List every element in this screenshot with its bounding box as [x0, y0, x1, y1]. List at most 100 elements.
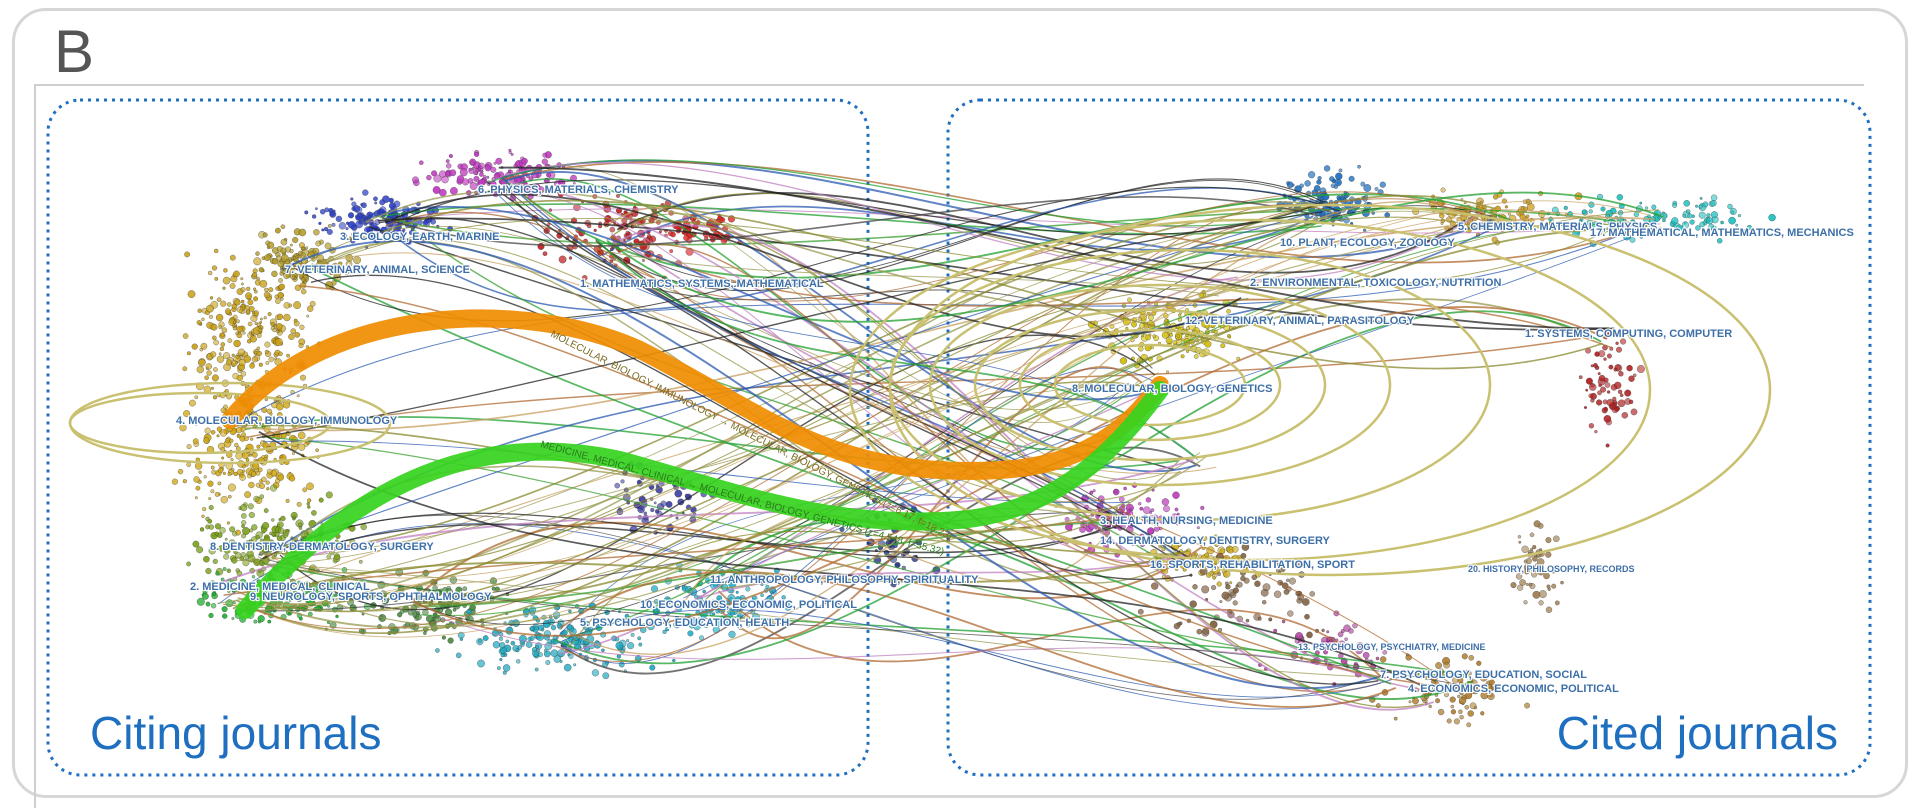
journal-point [186, 462, 191, 467]
journal-point [1615, 341, 1619, 345]
journal-point [1604, 382, 1611, 388]
journal-point [235, 319, 240, 324]
journal-point [343, 268, 350, 275]
journal-point [292, 515, 296, 520]
cluster-label: 4. MOLECULAR, BIOLOGY, IMMUNOLOGY [176, 415, 398, 427]
journal-point [298, 526, 303, 530]
journal-point [493, 172, 500, 179]
journal-point [257, 615, 265, 623]
journal-point [716, 595, 723, 601]
journal-point [292, 255, 297, 260]
journal-point [1525, 582, 1529, 586]
journal-point [333, 263, 337, 267]
journal-point [245, 421, 249, 425]
journal-point [318, 497, 324, 503]
journal-point [321, 228, 325, 232]
journal-point [714, 620, 722, 628]
journal-point [286, 353, 290, 358]
journal-point [435, 648, 440, 653]
journal-point [236, 434, 241, 439]
journal-point [319, 208, 326, 215]
journal-point [1166, 322, 1171, 327]
journal-point [1578, 375, 1583, 380]
journal-point [271, 532, 276, 537]
journal-point [550, 624, 557, 631]
cluster-label: 1. SYSTEMS, COMPUTING, COMPUTER [1525, 328, 1732, 340]
citation-arc [494, 191, 1198, 461]
journal-point [354, 215, 358, 218]
citation-arc [382, 196, 1319, 247]
journal-point [1125, 326, 1129, 330]
journal-point [1164, 318, 1169, 323]
journal-point [301, 288, 307, 295]
journal-point [222, 286, 226, 290]
journal-point [1139, 540, 1146, 547]
journal-point [1192, 584, 1198, 590]
journal-point [1129, 507, 1133, 511]
journal-point [272, 328, 277, 333]
journal-point [1682, 213, 1687, 218]
journal-point [276, 535, 283, 541]
journal-point [708, 600, 713, 605]
journal-point [1543, 572, 1550, 580]
journal-point [278, 527, 285, 534]
journal-point [568, 256, 573, 260]
journal-point [1283, 589, 1290, 595]
journal-point [1710, 211, 1718, 219]
journal-point [1375, 656, 1380, 661]
journal-point [278, 278, 283, 283]
cluster-label: 3. HEALTH, NURSING, MEDICINE [1100, 515, 1273, 527]
journal-point [241, 513, 247, 519]
citation-arc [683, 526, 1111, 603]
journal-point [542, 251, 548, 257]
journal-point [1147, 527, 1155, 535]
journal-point [348, 236, 352, 240]
journal-point [373, 196, 378, 202]
journal-point [253, 495, 260, 502]
journal-point [271, 270, 278, 278]
journal-point [1632, 373, 1637, 378]
journal-point [222, 613, 228, 619]
citation-arc [258, 431, 1425, 688]
journal-point [1545, 606, 1553, 613]
journal-point [260, 317, 263, 321]
top-rule [34, 84, 1864, 86]
journal-point [229, 254, 236, 261]
journal-point [468, 167, 472, 172]
journal-point [412, 176, 419, 184]
journal-point [277, 412, 283, 418]
journal-point [1603, 406, 1608, 412]
journal-point [1547, 569, 1551, 573]
journal-point [263, 508, 269, 513]
journal-point [452, 608, 457, 612]
journal-point [627, 642, 635, 650]
journal-point [1523, 567, 1531, 575]
journal-point [211, 469, 217, 475]
journal-point [1490, 686, 1495, 690]
journal-point [491, 586, 496, 591]
journal-point [208, 524, 214, 530]
journal-point [231, 360, 238, 367]
journal-point [266, 487, 270, 491]
cluster-label: 16. SPORTS, REHABILITATION, SPORT [1150, 559, 1355, 571]
journal-point [1527, 203, 1535, 211]
journal-point [280, 515, 286, 522]
journal-point [337, 261, 343, 267]
journal-point [226, 302, 232, 307]
journal-point [274, 338, 283, 346]
journal-point [1288, 577, 1296, 585]
journal-point [258, 362, 263, 367]
journal-point [196, 546, 204, 554]
journal-point [311, 510, 317, 516]
journal-point [241, 524, 245, 528]
journal-point [1185, 349, 1190, 353]
journal-point [293, 318, 298, 323]
journal-point [433, 174, 442, 183]
journal-point [289, 475, 296, 482]
citing-journals-caption: Citing journals [90, 707, 382, 759]
orange-path [221, 309, 1169, 480]
journal-point [1225, 581, 1229, 586]
journal-point [210, 603, 217, 609]
journal-point [1176, 512, 1180, 516]
journal-point [235, 331, 239, 336]
